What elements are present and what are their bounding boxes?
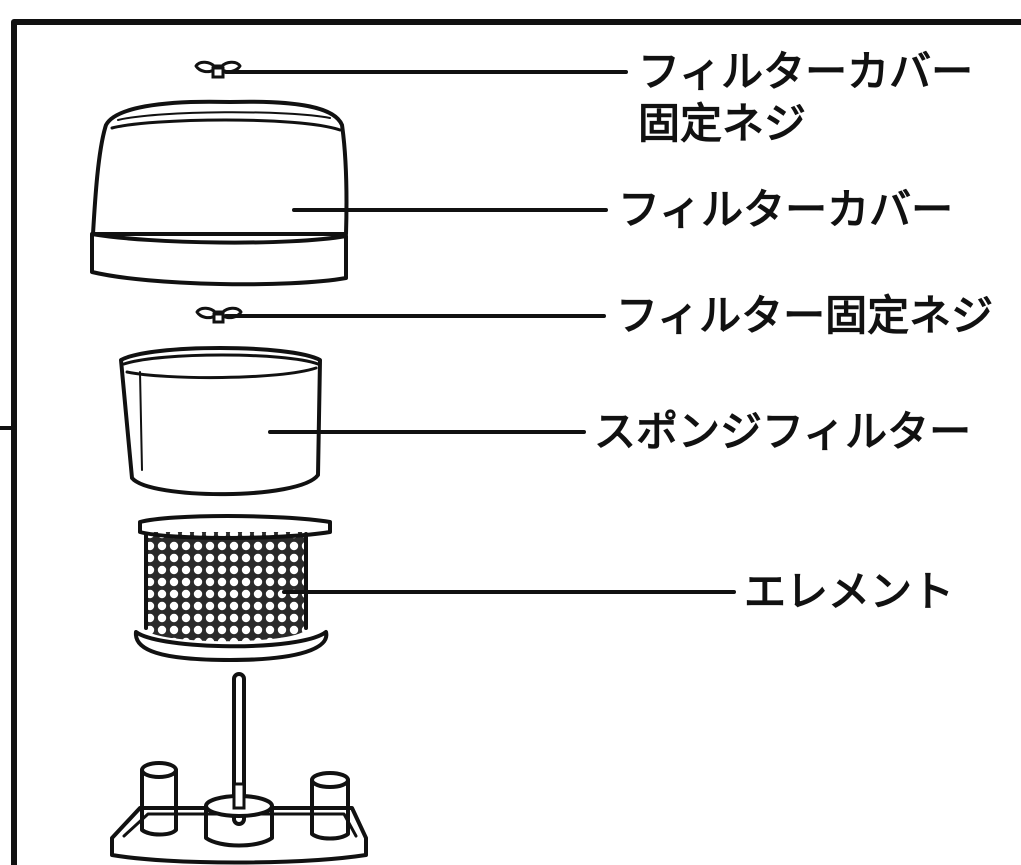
filter-base — [110, 672, 368, 865]
label-cover-screw-line1: フィルターカバー — [638, 47, 973, 96]
label-filter-screw: フィルター固定ネジ — [616, 291, 993, 340]
frame-border — [11, 19, 1021, 865]
filter-wing-nut — [195, 306, 243, 324]
filter-cover — [90, 99, 349, 287]
filter-element — [133, 514, 332, 662]
label-cover-screw-line2: 固定ネジ — [638, 99, 806, 148]
label-sponge: スポンジフィルター — [594, 407, 971, 456]
label-element: エレメント — [744, 567, 954, 616]
sponge-filter — [119, 346, 322, 497]
label-cover: フィルターカバー — [618, 185, 953, 234]
cover-wing-nut — [194, 60, 242, 79]
